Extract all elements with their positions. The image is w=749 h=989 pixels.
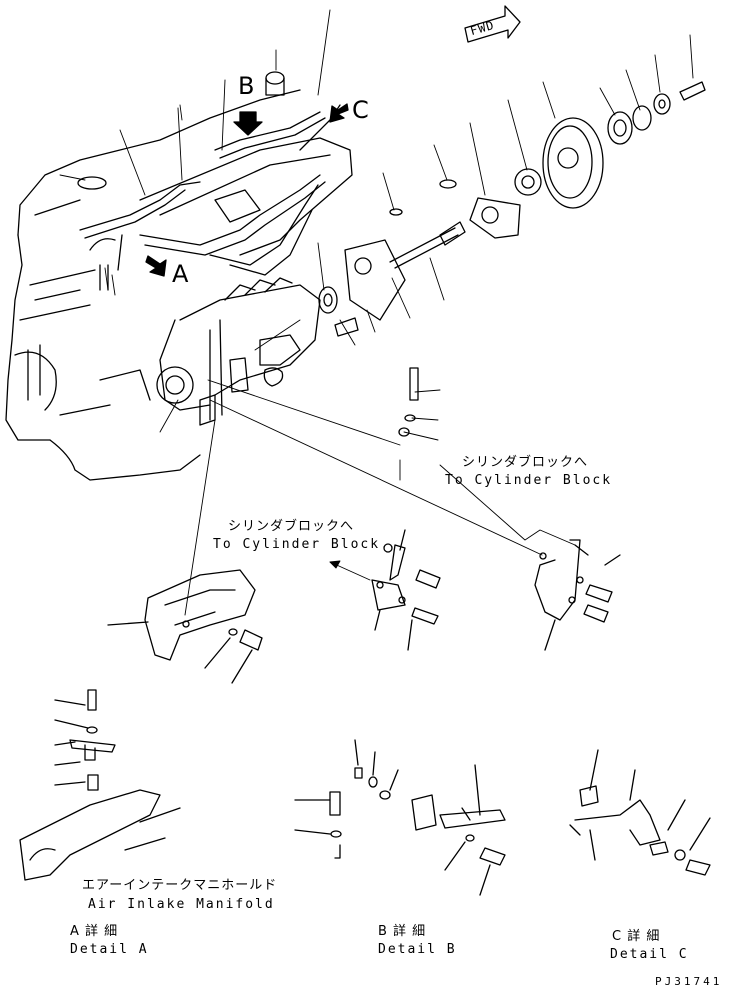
detail-c-drawing: [569, 749, 711, 876]
injection-pump: [156, 277, 321, 426]
misc-lines: [104, 267, 301, 351]
support-bracket: [107, 569, 263, 684]
detail-b-en: Detail B: [378, 942, 457, 957]
detail-c-en: Detail C: [610, 947, 689, 962]
detail-a-drawing: [19, 689, 181, 881]
injection-lines: [79, 104, 341, 276]
to-cylinder-block-en-1: To Cylinder Block: [445, 473, 613, 488]
cyl-arrows: [329, 560, 371, 581]
view-arrows: [145, 103, 349, 277]
drawing-code: PJ31741: [655, 975, 723, 988]
clamp-group-middle: [371, 529, 441, 651]
to-cylinder-block-jp-2: シリンダブロックへ: [228, 519, 355, 534]
clamp-group-right: [534, 539, 621, 651]
to-cylinder-block-en-2: To Cylinder Block: [213, 537, 381, 552]
air-intake-manifold-en: Air Inlake Manifold: [88, 897, 275, 912]
drive-assembly: [389, 81, 706, 269]
air-intake-manifold-jp: エアーインテークマニホールド: [82, 878, 278, 893]
detail-b-drawing: [294, 739, 506, 896]
fwd-arrow: [464, 5, 521, 43]
marker-a: A: [172, 260, 189, 288]
leader-lines: [59, 9, 694, 616]
marker-b: B: [238, 72, 259, 100]
valve-cover: [77, 71, 353, 256]
to-cylinder-block-jp-1: シリンダブロックへ: [462, 455, 589, 470]
engine-block: [5, 89, 301, 481]
detail-b-jp: B 詳 細: [378, 924, 427, 939]
detail-a-en: Detail A: [70, 942, 149, 957]
detail-a-jp: A 詳 細: [70, 924, 119, 939]
marker-c: C: [352, 96, 369, 124]
detail-c-jp: C 詳 細: [612, 929, 661, 944]
pump-bracket: [318, 239, 419, 437]
